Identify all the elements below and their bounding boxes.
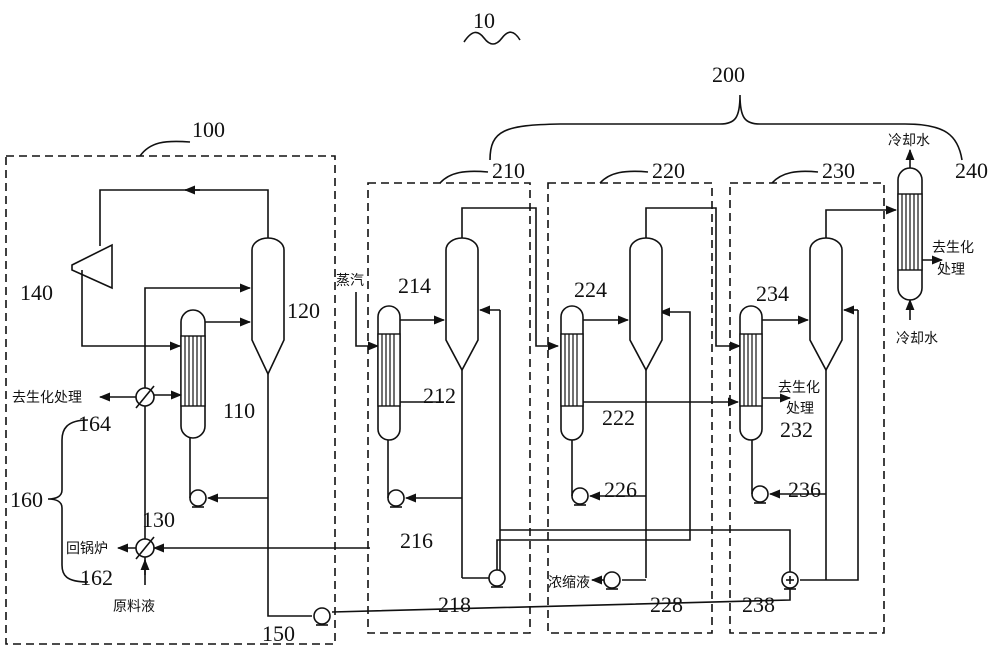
group-200-bracket <box>489 94 963 161</box>
ref-220: 220 <box>652 158 685 183</box>
system-10-leader <box>463 31 521 45</box>
unit-230-leader <box>771 170 819 184</box>
ref-216: 216 <box>400 528 433 553</box>
ref-120: 120 <box>287 298 320 323</box>
pump-150 <box>313 607 331 625</box>
pump-228 <box>603 571 621 589</box>
unit-230-boundary <box>729 182 885 634</box>
unit-100-leader <box>139 140 191 157</box>
label-to-biochem-240-a: 去生化 <box>932 240 974 256</box>
ref-100: 100 <box>192 117 225 142</box>
label-to-biochem-232-b: 处理 <box>786 401 814 417</box>
ref-164: 164 <box>78 411 111 436</box>
line-120-to-140 <box>99 189 269 246</box>
label-raw-liquid: 原料液 <box>113 599 155 615</box>
separator-120 <box>251 237 285 376</box>
pump-236 <box>751 485 769 503</box>
ref-130: 130 <box>142 507 175 532</box>
ref-200: 200 <box>712 62 745 87</box>
ref-10: 10 <box>473 8 495 33</box>
ref-222: 222 <box>602 405 635 430</box>
separator-224 <box>629 237 663 372</box>
pump-216 <box>387 489 405 507</box>
unit-220-boundary <box>547 182 713 634</box>
ref-214: 214 <box>398 273 431 298</box>
ref-238: 238 <box>742 592 775 617</box>
label-concentrate: 浓缩液 <box>548 575 590 591</box>
ref-140: 140 <box>20 280 53 305</box>
ref-150: 150 <box>262 621 295 646</box>
ref-162: 162 <box>80 565 113 590</box>
unit-220-leader <box>599 170 649 184</box>
ref-226: 226 <box>604 477 637 502</box>
label-cooling-water-out: 冷却水 <box>896 331 938 347</box>
unit-100-boundary <box>5 155 336 645</box>
pump-226 <box>571 487 589 505</box>
label-cooling-water-in: 冷却水 <box>888 133 930 149</box>
ref-110: 110 <box>223 398 255 423</box>
unit-210-boundary <box>367 182 531 634</box>
label-return-boiler: 回锅炉 <box>66 541 108 557</box>
ref-224: 224 <box>574 277 607 302</box>
ref-210: 210 <box>492 158 525 183</box>
unit-210-leader <box>439 170 489 184</box>
ref-212: 212 <box>423 383 456 408</box>
ref-240: 240 <box>955 158 988 183</box>
pump-130 <box>189 489 207 507</box>
label-to-biochem-240-b: 处理 <box>937 262 965 278</box>
bracket-160 <box>47 419 89 583</box>
ref-230: 230 <box>822 158 855 183</box>
ref-228: 228 <box>650 592 683 617</box>
line-140-to-110 <box>81 270 182 351</box>
compressor-140 <box>71 243 113 290</box>
ref-160: 160 <box>10 487 43 512</box>
ref-232: 232 <box>780 417 813 442</box>
separator-234 <box>809 237 843 372</box>
ref-218: 218 <box>438 592 471 617</box>
label-steam: 蒸汽 <box>336 273 364 289</box>
pump-218 <box>488 569 506 587</box>
label-to-biochem-left: 去生化处理 <box>12 390 82 406</box>
separator-214 <box>445 237 479 372</box>
label-to-biochem-232-a: 去生化 <box>778 380 820 396</box>
ref-234: 234 <box>756 281 789 306</box>
ref-236: 236 <box>788 477 821 502</box>
